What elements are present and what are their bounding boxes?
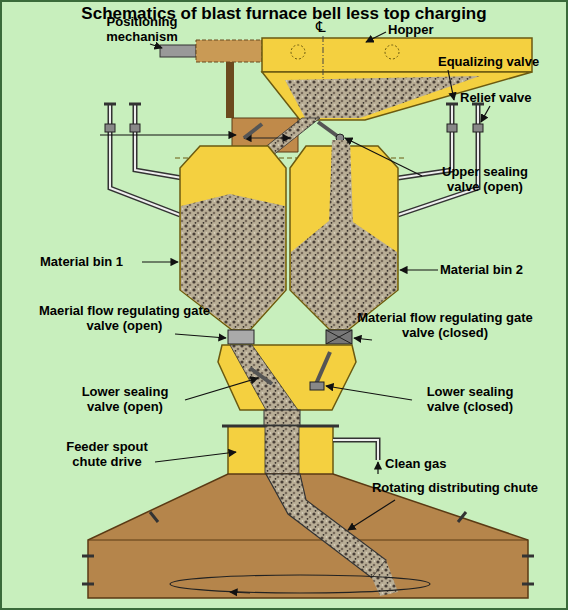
- pipe-bore: [333, 440, 378, 460]
- valve-seat: [310, 382, 324, 390]
- gas-arrow: [377, 462, 378, 474]
- gate-valve: [326, 330, 352, 344]
- nozzle: [522, 583, 534, 586]
- hopper-detail: [385, 45, 399, 59]
- part-label: Material bin 1: [40, 254, 123, 269]
- leader-line: [345, 138, 422, 176]
- leader-line: [481, 106, 490, 122]
- rotation-arrow: [230, 592, 250, 593]
- hopper-funnel: [262, 72, 532, 120]
- valve-symbol: [130, 124, 140, 132]
- leader-line: [185, 378, 258, 400]
- part-label: Positioning mechanism: [92, 14, 192, 44]
- valve-symbol: [447, 124, 457, 132]
- furnace-seam: [88, 540, 528, 541]
- nozzle: [150, 512, 158, 522]
- part-label: Feeder spout chute drive: [52, 439, 162, 469]
- part-label: Lower sealing valve (open): [65, 384, 185, 414]
- valve-housing: [218, 345, 356, 410]
- part-label: Hopper: [388, 22, 434, 37]
- centerline-symbol: ℄: [316, 20, 326, 35]
- gate-valve: [228, 330, 254, 344]
- valve-symbol: [105, 124, 115, 132]
- part-label: Material bin 2: [440, 262, 523, 277]
- leader-line: [366, 32, 386, 42]
- pipe: [135, 104, 182, 178]
- pipe: [398, 104, 478, 215]
- pipe: [110, 104, 180, 215]
- material-stream: [329, 140, 353, 224]
- neck: [264, 410, 300, 426]
- distributing-chute: [266, 474, 386, 578]
- part-label: Equalizing valve: [438, 54, 539, 69]
- leader-line: [175, 334, 226, 338]
- part-label: Rotating distributing chute: [370, 480, 540, 495]
- material-flow: [230, 345, 298, 410]
- leader-line: [100, 134, 236, 135]
- part-label: Lower sealing valve (closed): [410, 384, 530, 414]
- motion-arrow: [244, 137, 290, 138]
- leader-lines: [100, 32, 490, 530]
- part-label: Upper sealing valve (open): [425, 164, 545, 194]
- nozzle: [522, 555, 534, 558]
- bin-shell: [180, 146, 286, 330]
- leader-line: [348, 500, 395, 530]
- nozzle: [82, 583, 94, 586]
- leader-line: [142, 261, 178, 262]
- pipe-bore: [135, 104, 182, 178]
- rotation-path: [170, 575, 430, 593]
- leader-line: [400, 269, 438, 270]
- leader-line: [448, 70, 454, 100]
- nozzle: [458, 512, 466, 522]
- actuator: [160, 45, 196, 57]
- nozzle: [82, 555, 94, 558]
- part-label: Material flow regulating gate valve (clo…: [345, 310, 545, 340]
- feeder-housing: [228, 426, 333, 476]
- feeder-spout: [265, 426, 299, 474]
- part-label: Clean gas: [385, 456, 446, 471]
- centerline: [323, 36, 324, 78]
- leader-line: [326, 386, 412, 400]
- part-label: Relief valve: [460, 90, 532, 105]
- part-label: Maerial flow regulating gate valve (open…: [32, 303, 217, 333]
- closed-mark: [326, 330, 352, 344]
- clean-gas-pipe: [333, 440, 378, 460]
- pipe-bore: [110, 104, 180, 215]
- lower-sealing-flap: [250, 368, 272, 384]
- leader-line: [155, 452, 236, 462]
- hopper-detail: [291, 45, 305, 59]
- pipe-bore: [398, 104, 478, 215]
- leader-line: [150, 44, 162, 48]
- diagram-title: Schematics of blast furnace bell less to…: [0, 4, 568, 24]
- positioning-box: [196, 40, 262, 62]
- lower-sealing-flap: [316, 352, 330, 384]
- leader-line: [354, 338, 372, 340]
- positioning-rod: [226, 62, 234, 118]
- upper-sealing-flap: [244, 124, 262, 138]
- valve-symbol: [473, 124, 483, 132]
